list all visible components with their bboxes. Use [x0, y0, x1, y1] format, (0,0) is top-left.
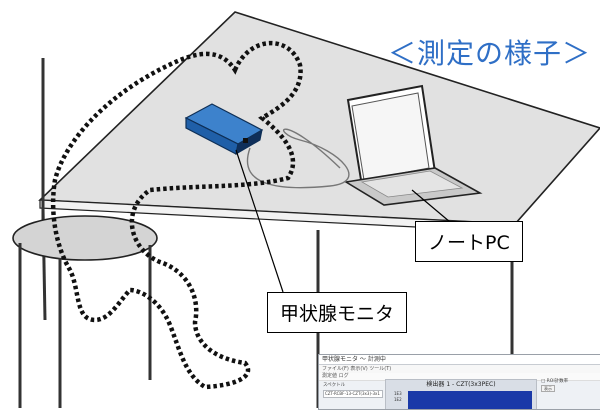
screenshot-left-panel: スペクトル CZT-RCBF-13-CZT(3x3)-3x1 [323, 383, 383, 398]
thyroid-monitor-device [184, 103, 264, 155]
screenshot-left-field: CZT-RCBF-13-CZT(3x3)-3x1 [323, 390, 383, 398]
screenshot-right-button: 表示 [541, 385, 555, 392]
usb-cable [246, 128, 350, 189]
software-screenshot: 甲状腺モニタ ～ 計測中 ファイル(F) 表示(V) ツール(T) 測定値 ログ… [318, 354, 600, 410]
page-title: ＜測定の様子＞ [388, 37, 592, 70]
leader-line-monitor [235, 149, 284, 293]
screenshot-menu-bar: ファイル(F) 表示(V) ツール(T) [319, 365, 600, 373]
callout-notebook-pc: ノートPC [415, 221, 523, 262]
person-outline [50, 40, 303, 390]
leader-line-pc [411, 189, 451, 223]
callout-thyroid-monitor: 甲状腺モニタ [267, 292, 408, 333]
stool [12, 215, 158, 408]
screenshot-spectrum-chart [408, 391, 532, 409]
screenshot-right-panel: □ ROI計数率 表示 [541, 379, 597, 393]
laptop-illustration [343, 84, 483, 206]
screenshot-left-label: スペクトル [323, 383, 346, 388]
screenshot-right-check: □ ROI計数率 [541, 379, 569, 384]
screenshot-panel-title: 検出器 1 - CZT(3x3PEC) [426, 381, 496, 388]
screenshot-window-title: 甲状腺モニタ ～ 計測中 [319, 355, 600, 365]
